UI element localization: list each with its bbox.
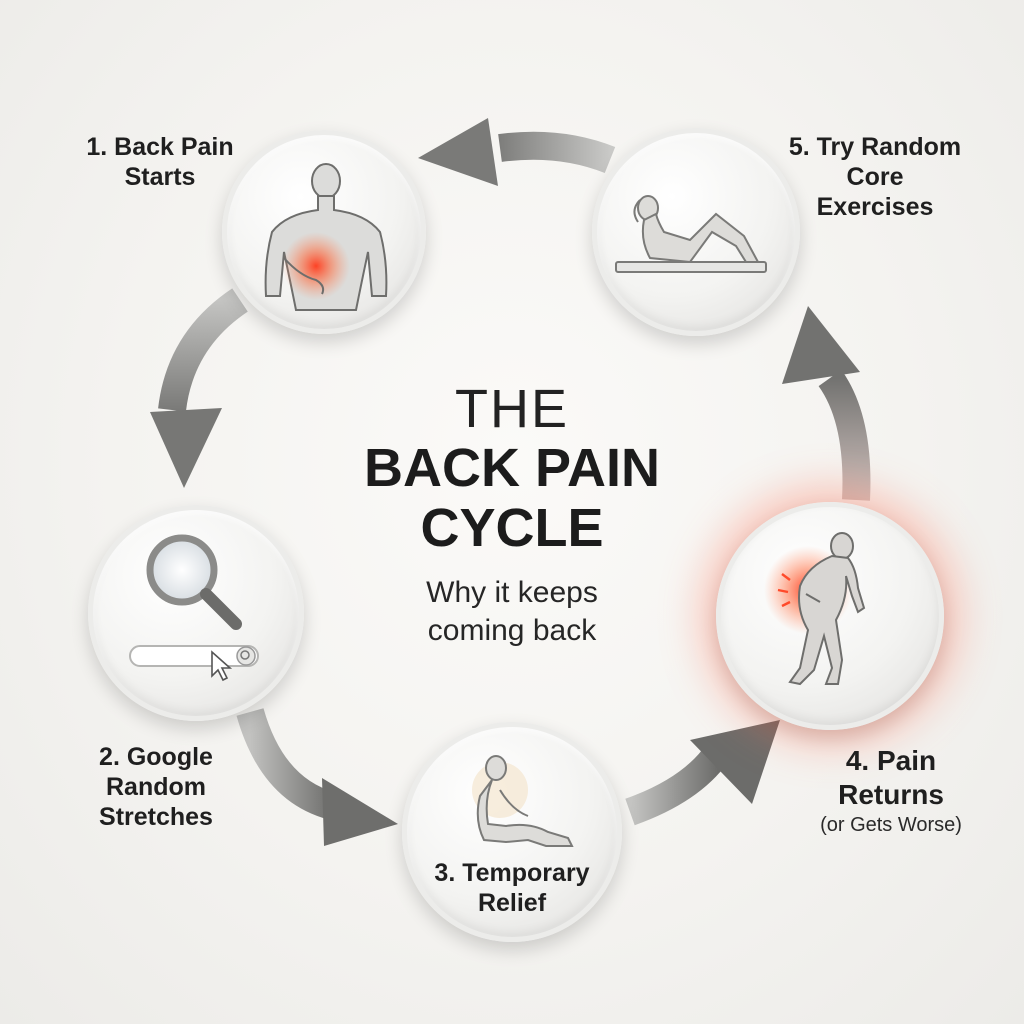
step4-label-line2: Returns bbox=[838, 779, 944, 810]
arrowhead-step2 bbox=[150, 408, 222, 488]
arrowhead-step1 bbox=[418, 118, 498, 186]
step4-label-line1: 4. Pain bbox=[845, 745, 937, 776]
title-back-pain: BACK PAIN bbox=[364, 438, 660, 498]
arrow-step2-to-step3 bbox=[236, 707, 337, 820]
title-main: BACK PAIN CYCLE bbox=[300, 438, 724, 558]
step3-label-line2: Relief bbox=[477, 889, 547, 917]
seated-figure-icon bbox=[472, 755, 574, 847]
step3-label: 3. Temporary Relief bbox=[402, 858, 622, 918]
step5-label-line1: 5. Try Random bbox=[788, 133, 962, 161]
step2-label-line2: Random bbox=[106, 773, 206, 801]
diagram-subtitle: Why it keeps coming back bbox=[300, 574, 724, 650]
title-the: THE bbox=[455, 379, 569, 439]
step2-label-line1: 2. Google bbox=[99, 743, 213, 771]
back-pain-figure-icon bbox=[264, 163, 388, 311]
step5-label-line2: Core bbox=[846, 163, 904, 191]
bent-over-figure-icon bbox=[764, 532, 866, 686]
arrow-step5-to-step1 bbox=[498, 131, 616, 174]
step1-label: 1. Back Pain Starts bbox=[60, 132, 260, 192]
crunch-exercise-icon bbox=[615, 195, 767, 273]
arrowhead-step3 bbox=[322, 778, 398, 846]
arrow-step1-to-step2 bbox=[158, 288, 249, 412]
step3-label-line1: 3. Temporary bbox=[434, 859, 590, 887]
arrowhead-step4 bbox=[690, 720, 780, 804]
title-cycle: CYCLE bbox=[420, 498, 604, 558]
diagram-title: THE BACK PAIN CYCLE Why it keeps coming … bbox=[300, 380, 724, 650]
step4-label: 4. Pain Returns (or Gets Worse) bbox=[776, 744, 1006, 838]
arrow-step4-to-step5 bbox=[818, 369, 871, 501]
arrowhead-step5 bbox=[782, 306, 860, 384]
step4-note: (or Gets Worse) bbox=[820, 814, 962, 836]
step2-label-line3: Stretches bbox=[99, 803, 213, 831]
step2-label: 2. Google Random Stretches bbox=[56, 742, 256, 832]
subtitle-line2: coming back bbox=[427, 614, 597, 647]
step1-label-line1: 1. Back Pain bbox=[86, 133, 234, 161]
step5-label-line3: Exercises bbox=[816, 193, 934, 221]
step5-label: 5. Try Random Core Exercises bbox=[770, 132, 980, 222]
subtitle-line1: Why it keeps bbox=[426, 576, 598, 609]
magnifier-search-icon bbox=[129, 534, 259, 682]
step5-circle bbox=[592, 128, 800, 336]
step1-label-line2: Starts bbox=[124, 163, 196, 191]
